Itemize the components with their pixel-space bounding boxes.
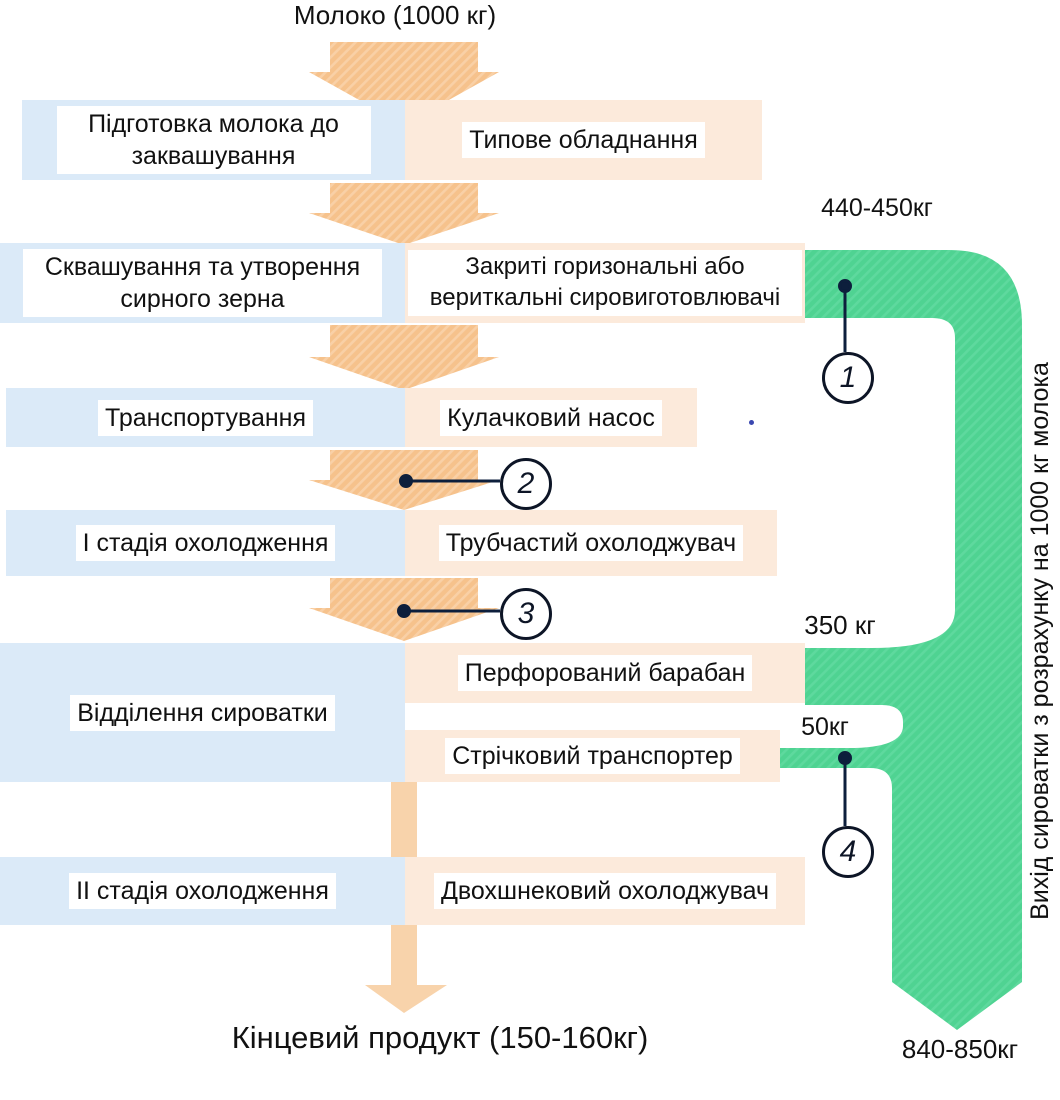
- arrow-preparation-to-curd: [309, 183, 499, 245]
- whey-flow-label-350: 350 кг: [804, 610, 876, 640]
- whey-flow-label-50: 50кг: [801, 713, 849, 741]
- stage-label: ІІ стадія охолодження: [69, 873, 336, 909]
- whey-flow-label-total: 840-850кг: [901, 1034, 1019, 1064]
- stage-box-whey-separation: Відділення сироватки: [0, 643, 405, 782]
- equipment-box-twin-screw-cooler: Двохшнековий охолоджувач: [405, 857, 805, 925]
- marker2-dot: [399, 474, 413, 488]
- arrow-milk-to-preparation: [309, 42, 499, 125]
- equipment-label: Двохшнековий охолоджувач: [434, 873, 776, 909]
- stage-label: Сквашування та утворення сирного зерна: [23, 249, 382, 317]
- marker-1: 1: [822, 352, 874, 404]
- connector-separation-to-cooling2: [391, 782, 417, 857]
- stage-label: Транспортування: [97, 399, 314, 436]
- connector-cooling2-to-product: [391, 925, 417, 985]
- stage-label: І стадія охолодження: [75, 525, 336, 561]
- marker1-dot: [838, 279, 852, 293]
- arrow-curd-to-transport: [309, 325, 499, 390]
- stage-box-preparation: Підготовка молока до заквашування: [22, 100, 405, 180]
- stage-label: Відділення сироватки: [70, 694, 335, 731]
- stage-label: Підготовка молока до заквашування: [56, 106, 371, 174]
- marker3-dot: [397, 604, 411, 618]
- marker-2: 2: [500, 458, 552, 510]
- marker-3-number: 3: [517, 597, 535, 630]
- equipment-label: Стрічковий транспортер: [445, 738, 740, 774]
- marker-4: 4: [822, 826, 874, 878]
- marker-2-number: 2: [517, 467, 535, 500]
- equipment-box-lobe-pump: Кулачковий насос: [405, 388, 697, 447]
- stage-box-curd-formation: Сквашування та утворення сирного зерна: [0, 243, 405, 323]
- equipment-label: Кулачковий насос: [440, 399, 662, 436]
- equipment-box-belt-conveyor: Стрічковий транспортер: [405, 730, 780, 782]
- equipment-box-perforated-drum: Перфорований барабан: [405, 643, 805, 703]
- marker4-dot: [838, 751, 852, 765]
- arrowhead-final-product: [365, 985, 447, 1013]
- stage-box-cooling-2: ІІ стадія охолодження: [0, 857, 405, 925]
- marker-1-number: 1: [839, 361, 857, 394]
- equipment-box-tube-cooler: Трубчастий охолоджувач: [405, 510, 777, 576]
- equipment-box-typical-equipment: Типове обладнання: [405, 100, 762, 180]
- equipment-label: Закриті горизональні або вериткальні сир…: [408, 250, 802, 316]
- ink-speck: [749, 420, 754, 425]
- equipment-label: Типове обладнання: [462, 122, 705, 158]
- equipment-label: Трубчастий охолоджувач: [438, 525, 744, 561]
- whey-output-axis-label: Вихід сироватки з розрахунку на 1000 кг …: [1026, 362, 1054, 920]
- whey-flow-label-440-450: 440-450кг: [821, 194, 933, 222]
- marker-3: 3: [500, 588, 552, 640]
- equipment-box-cheese-makers: Закриті горизональні або вериткальні сир…: [405, 243, 805, 323]
- milk-input-label: Молоко (1000 кг): [293, 0, 497, 30]
- equipment-label: Перфорований барабан: [457, 655, 753, 691]
- stage-box-transport: Транспортування: [6, 388, 405, 447]
- marker-4-number: 4: [839, 835, 857, 868]
- stage-box-cooling-1: І стадія охолодження: [6, 510, 405, 576]
- whey-flow-shape: [780, 250, 1022, 1030]
- final-product-label: Кінцевий продукт (150-160кг): [231, 1020, 649, 1055]
